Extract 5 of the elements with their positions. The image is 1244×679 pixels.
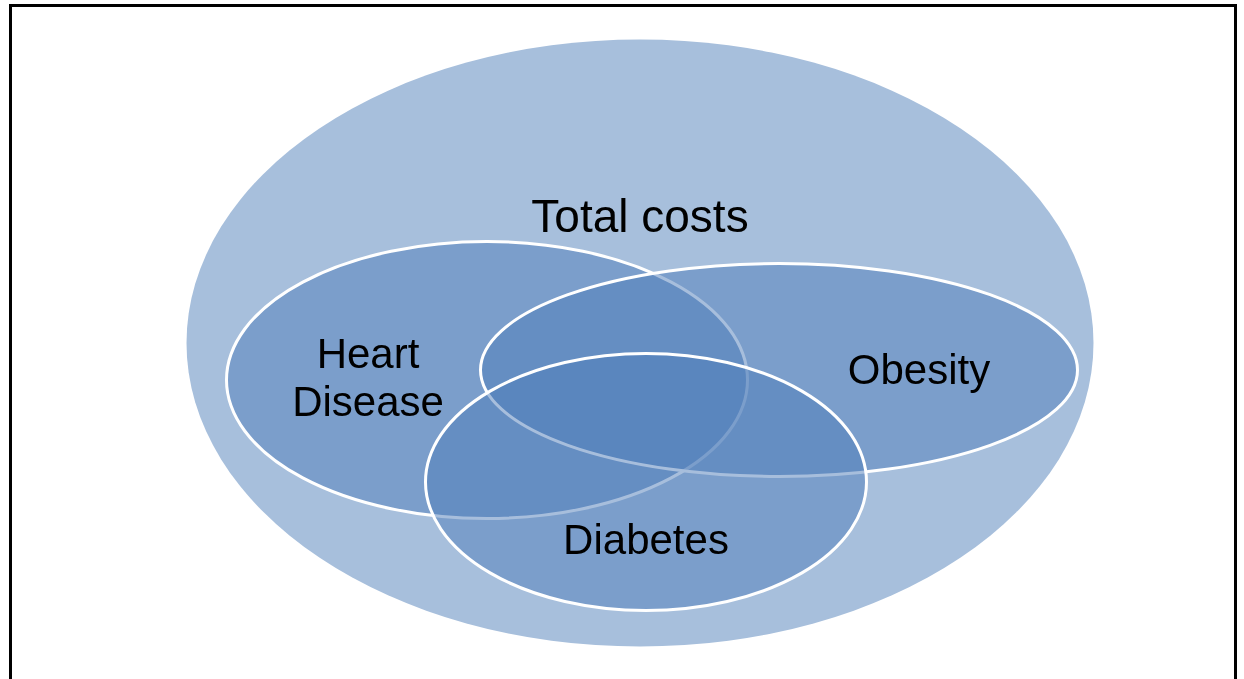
ellipse-label: Heart Disease [291,329,445,427]
ellipse-label: Total costs [531,189,749,243]
ellipse-label: Diabetes [563,515,729,565]
ellipse-label: Obesity [847,345,991,395]
outer-ellipse [185,38,1095,648]
